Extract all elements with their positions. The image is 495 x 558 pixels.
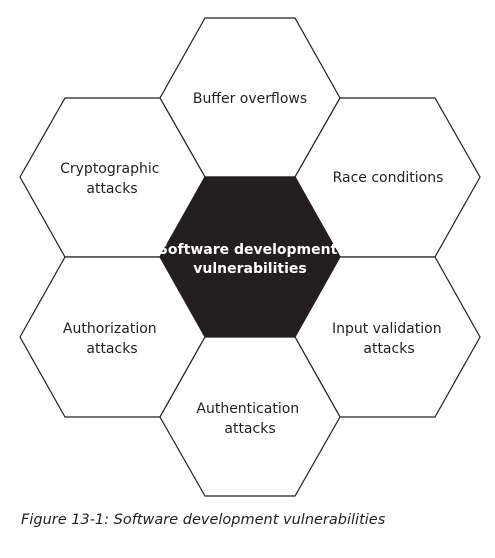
svg-text:Race conditions: Race conditions <box>333 170 444 186</box>
figure-caption: Figure 13-1: Software development vulner… <box>21 512 386 528</box>
label-lower-left-line2: attacks <box>86 341 137 357</box>
label-upper-right-line1: Race conditions <box>333 170 444 186</box>
label-center-line2: vulnerabilities <box>193 261 306 277</box>
label-upper-left-line2: attacks <box>86 181 137 197</box>
hex-cryptographic-attacks: Cryptographic attacks <box>19 97 206 258</box>
hex-center: Software development vulnerabilities <box>158 176 342 338</box>
hex-authentication-attacks: Authentication attacks <box>159 336 341 497</box>
hex-shape-bottom <box>159 336 341 497</box>
label-top-line1: Buffer overflows <box>193 91 307 107</box>
svg-text:Buffer overflows: Buffer overflows <box>193 91 307 107</box>
svg-text:Cryptographic attacks: Cryptographic attacks <box>60 161 164 197</box>
svg-text:Authentication attacks: Authentication attacks <box>196 401 303 437</box>
label-lower-right-line1: Input validation <box>332 321 442 337</box>
label-center-line1: Software development <box>158 242 338 258</box>
hex-input-validation-attacks: Input validation attacks <box>294 256 481 418</box>
label-lower-right-line2: attacks <box>363 341 414 357</box>
svg-text:Software development vul: Software development vulnerabilities <box>158 242 342 277</box>
label-bottom-line2: attacks <box>224 421 275 437</box>
label-upper-left-line1: Cryptographic <box>60 161 159 177</box>
svg-text:Input validation attacks: Input validation attacks <box>332 321 446 357</box>
svg-text:Authorization attacks: Authorization attacks <box>63 321 161 357</box>
label-bottom-line1: Authentication <box>196 401 299 417</box>
hexagon-diagram: Buffer overflows Cryptographic attacks R… <box>19 17 481 497</box>
label-lower-left-line1: Authorization <box>63 321 157 337</box>
